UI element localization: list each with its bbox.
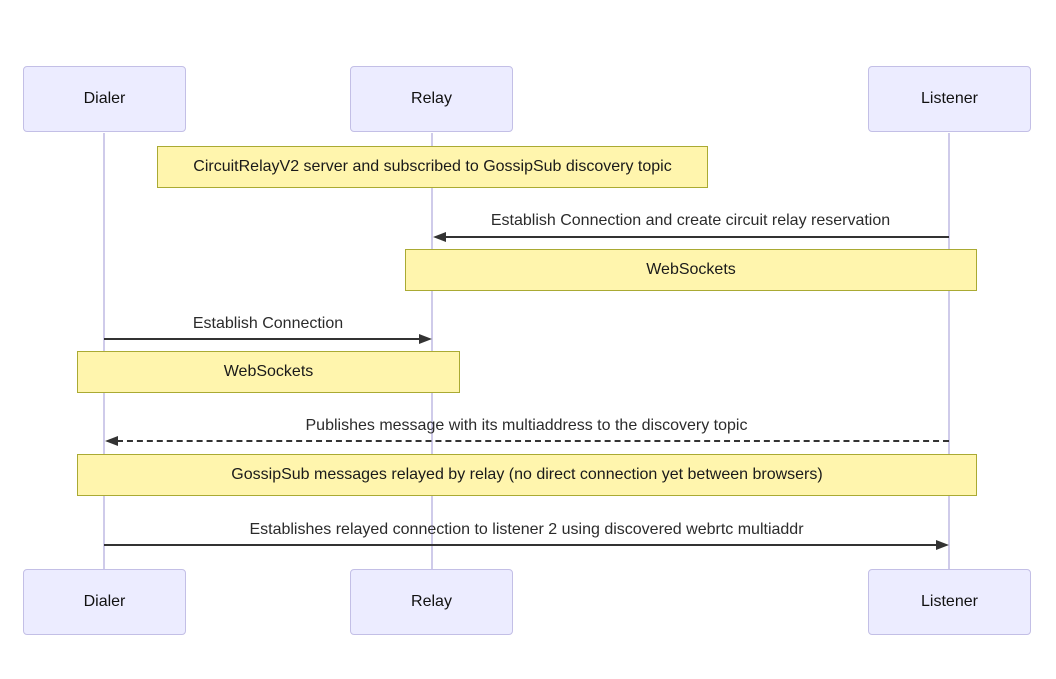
message-label-establish-reservation: Establish Connection and create circuit … (490, 212, 891, 229)
note-websockets-relay-listener: WebSockets (405, 249, 977, 291)
note-circuitrelay-server: CircuitRelayV2 server and subscribed to … (157, 146, 708, 188)
actor-listener-label: Listener (921, 593, 978, 610)
actor-dialer-label: Dialer (83, 593, 126, 610)
message-label-establishes-relayed-connection: Establishes relayed connection to listen… (249, 521, 804, 538)
actor-relay-bottom: Relay (350, 569, 513, 635)
actor-dialer-bottom: Dialer (23, 569, 186, 635)
arrowhead-right-icon (419, 334, 432, 344)
message-label-publishes-multiaddress: Publishes message with its multiaddress … (305, 417, 748, 434)
actor-listener-label: Listener (921, 90, 978, 107)
actor-relay-top: Relay (350, 66, 513, 132)
message-label-establish-connection: Establish Connection (192, 315, 344, 332)
actor-dialer-label: Dialer (83, 90, 126, 107)
actor-listener-top: Listener (868, 66, 1031, 132)
actor-dialer-top: Dialer (23, 66, 186, 132)
arrowhead-left-icon (433, 232, 446, 242)
arrowhead-left-icon (105, 436, 118, 446)
arrowhead-right-icon (936, 540, 949, 550)
message-line-establish-connection (104, 338, 419, 340)
actor-relay-label: Relay (411, 593, 452, 610)
note-gossipsub-relayed: GossipSub messages relayed by relay (no … (77, 454, 977, 496)
lifeline-listener (948, 133, 950, 569)
actor-listener-bottom: Listener (868, 569, 1031, 635)
note-websockets-dialer-relay: WebSockets (77, 351, 460, 393)
message-line-establishes-relayed-connection (104, 544, 936, 546)
message-line-establish-reservation (445, 236, 949, 238)
message-line-publishes-multiaddress (117, 440, 949, 442)
actor-relay-label: Relay (411, 90, 452, 107)
